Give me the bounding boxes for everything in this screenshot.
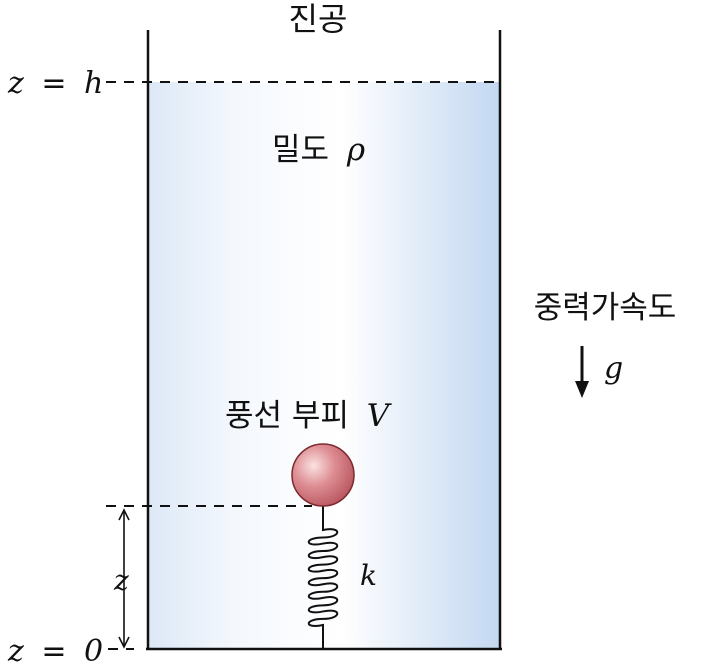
bottom-level-label: z = 0 <box>7 634 103 668</box>
density-label: 밀도 ρ <box>272 132 365 168</box>
height-marker-label: z <box>113 564 129 597</box>
vacuum-label: 진공 <box>289 0 348 38</box>
gravity-label: 중력가속도 <box>534 290 677 326</box>
balloon <box>291 443 355 507</box>
gravity-arrow <box>575 346 589 398</box>
gravity-symbol: g <box>604 351 623 386</box>
height-double-arrow <box>118 508 130 649</box>
surface-level-label: z = h <box>7 66 103 101</box>
balloon-volume-label: 풍선 부피 V <box>225 398 393 434</box>
spring-constant-label: k <box>360 559 377 592</box>
spring <box>307 506 339 649</box>
fluid-region <box>148 82 500 648</box>
